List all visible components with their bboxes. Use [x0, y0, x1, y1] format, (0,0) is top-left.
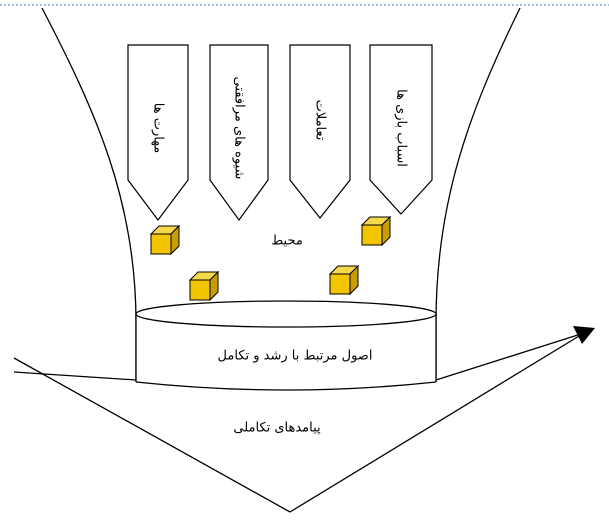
funnel-left-wall — [41, 7, 137, 382]
banner-skills — [127, 44, 189, 221]
banner-label-interactions: تعاملات — [312, 99, 328, 141]
banner-label-learning-methods: شیوه های مرافقتی — [231, 76, 247, 180]
cylinder-top — [135, 300, 437, 328]
banner-learning-methods — [209, 44, 269, 222]
cube-2 — [188, 270, 220, 302]
banner-tools — [369, 44, 433, 215]
cylinder — [135, 300, 437, 391]
cube-4 — [360, 215, 392, 247]
banner-interactions — [289, 44, 351, 219]
funnel-right-wall — [435, 7, 521, 382]
banner-label-tools: اسباب بازی ها — [393, 89, 409, 167]
outcomes-label: پیامدهای تکاملی — [233, 420, 321, 436]
cube-1 — [149, 224, 181, 256]
banner-label-skills: مهارت ها — [150, 102, 166, 154]
cylinder-label: اصول مرتبط با رشد و تکامل — [217, 348, 373, 364]
arrow-head-icon — [573, 326, 595, 344]
outcomes-triangle — [13, 326, 595, 513]
cube-3 — [328, 264, 360, 296]
environment-label: محیط — [271, 233, 303, 249]
